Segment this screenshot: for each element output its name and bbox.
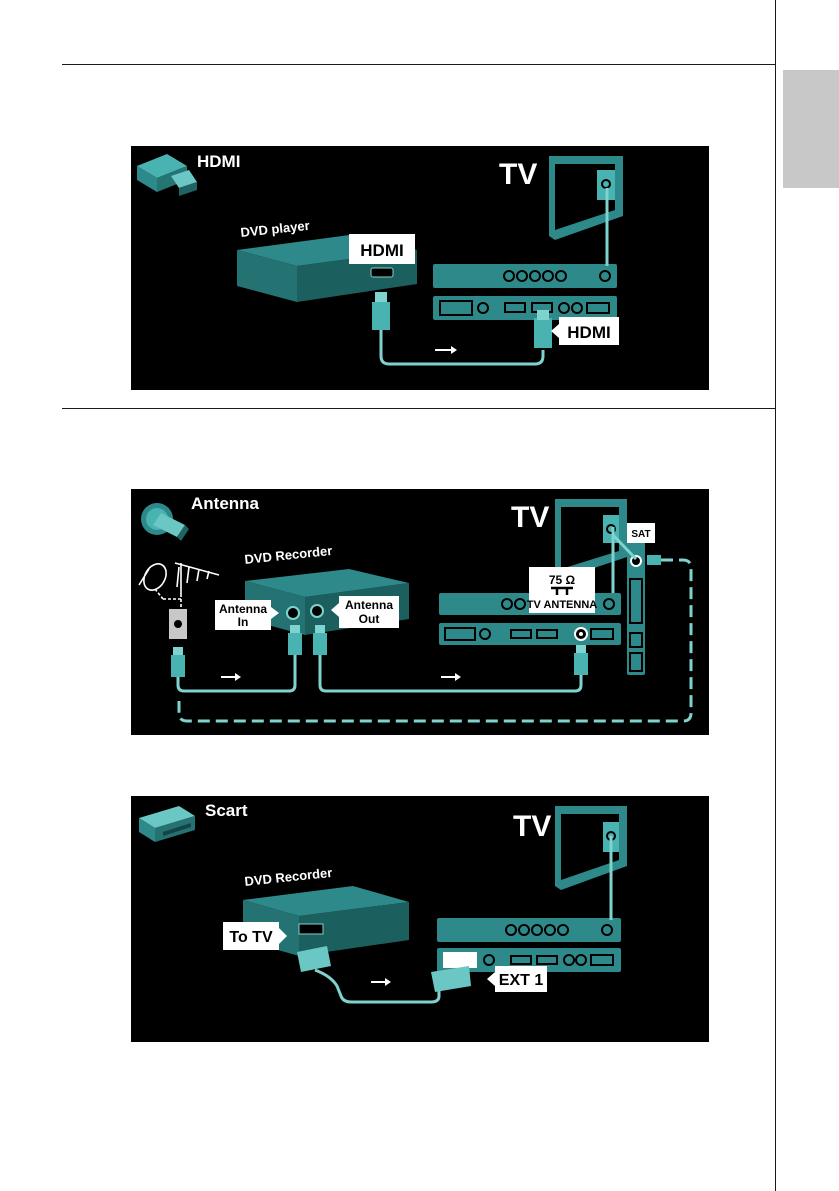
tv-back-icon xyxy=(555,499,627,579)
antenna-in-label-line2: In xyxy=(238,615,249,629)
antenna-icon-label: Antenna xyxy=(191,494,260,513)
chapter-side-tab xyxy=(783,70,839,188)
dvd-recorder-label: DVD Recorder xyxy=(244,543,333,567)
antenna-connection-diagram: Antenna TV DVD Recorder Antenna In xyxy=(131,489,709,735)
hdmi-connection-diagram: HDMI TV DVD player HDMI xyxy=(131,146,709,390)
impedance-label: 75 Ω xyxy=(549,573,576,587)
antenna-in-label-line1: Antenna xyxy=(219,602,267,616)
tv-side-connector-panel xyxy=(627,539,645,675)
sat-port-label: SAT xyxy=(631,529,650,540)
antenna-out-label-line1: Antenna xyxy=(345,598,393,612)
scart-cable xyxy=(297,946,471,1004)
tv-antenna-port-label: TV ANTENNA xyxy=(527,599,598,611)
antenna-symbol-icon xyxy=(551,586,573,595)
hdmi-plug-icon xyxy=(137,154,197,196)
hdmi-cable xyxy=(372,292,552,366)
scart-icon-label: Scart xyxy=(205,801,248,820)
tv-back-icon xyxy=(549,156,623,240)
dvd-hdmi-port-label: HDMI xyxy=(360,241,403,260)
section-rule-top xyxy=(62,64,775,65)
tv-back-icon xyxy=(555,806,627,890)
hdmi-icon-label: HDMI xyxy=(197,152,240,171)
scart-connection-diagram: Scart TV DVD Recorder To TV xyxy=(131,796,709,1042)
right-margin-line xyxy=(775,0,776,1191)
tv-label: TV xyxy=(499,158,537,191)
dvd-player-label: DVD player xyxy=(240,218,311,240)
tv-hdmi-port-label: HDMI xyxy=(567,323,610,342)
to-tv-label: To TV xyxy=(229,929,273,946)
tv-connector-panel xyxy=(437,918,621,972)
antenna-out-label-line2: Out xyxy=(359,612,380,626)
tv-label: TV xyxy=(513,810,551,843)
outdoor-antenna-icon xyxy=(138,562,220,609)
tv-label: TV xyxy=(511,501,549,534)
section-rule-middle xyxy=(62,408,775,409)
antenna-plug-icon xyxy=(141,503,189,541)
scart-plug-icon xyxy=(139,806,195,842)
antenna-cables xyxy=(171,555,693,723)
ext1-port-label: EXT 1 xyxy=(499,972,544,989)
dvd-recorder-label: DVD Recorder xyxy=(244,865,333,889)
wall-socket-icon xyxy=(169,609,187,639)
tv-connector-panel xyxy=(433,264,617,320)
